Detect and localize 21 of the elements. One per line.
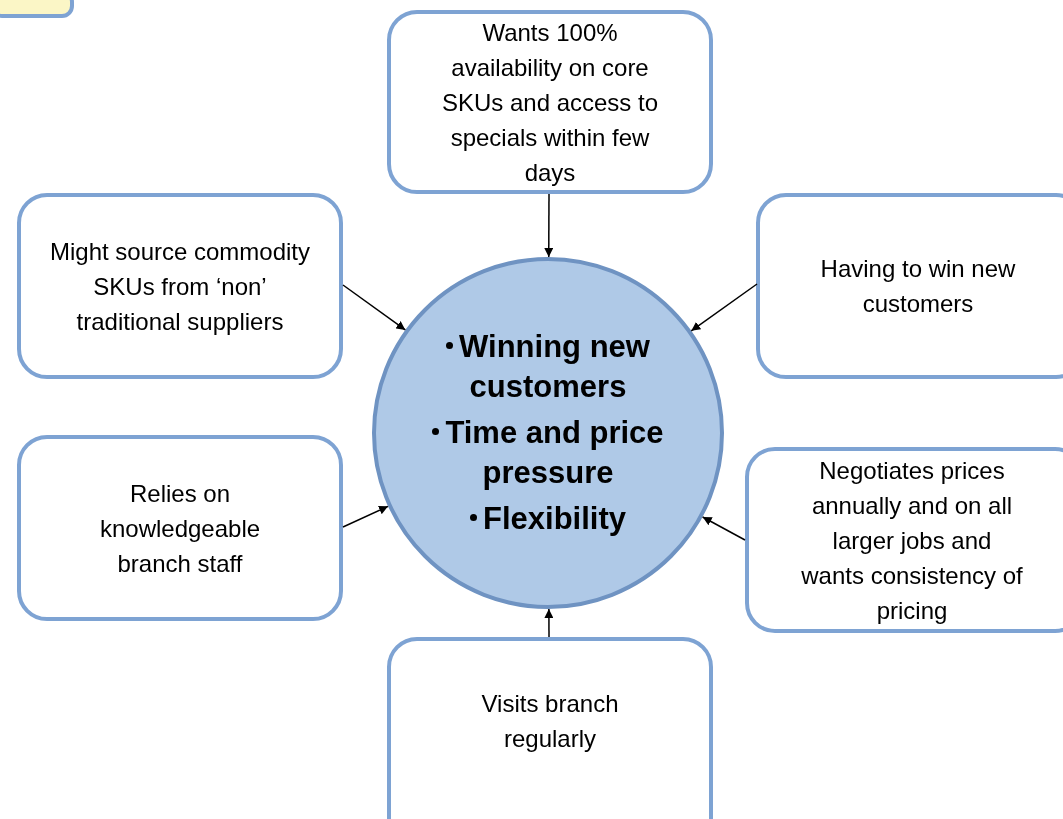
- box-text: Having to win new customers: [819, 254, 1017, 319]
- arrow: [544, 608, 554, 638]
- box-text: Relies on knowledgeable branch staff: [98, 478, 262, 579]
- text-box: [756, 193, 1063, 379]
- bullet-point: Winning new customers: [376, 327, 720, 407]
- arrow: [544, 193, 554, 258]
- box-text: Negotiates prices annually and on all larger jobs and wants consistency of pricing: [800, 455, 1024, 626]
- text-box: [745, 447, 1063, 633]
- arrow: [342, 505, 389, 528]
- box-text: Might source commodity SKUs from ‘non’ traditional suppliers: [49, 236, 311, 337]
- box-text: Wants 100% availability on core SKUs and access to specials within few days: [440, 17, 660, 188]
- text-box: [17, 435, 343, 621]
- arrow: [342, 284, 407, 331]
- text-box: [17, 193, 343, 379]
- bullet-point: Flexibility: [376, 499, 720, 539]
- arrow: [701, 516, 746, 541]
- arrow: [690, 283, 758, 332]
- text-box: [387, 10, 713, 194]
- bullet-point: Time and price pressure: [376, 413, 720, 493]
- text-box: [387, 637, 713, 819]
- box-text: Visits branch regularly: [480, 689, 620, 754]
